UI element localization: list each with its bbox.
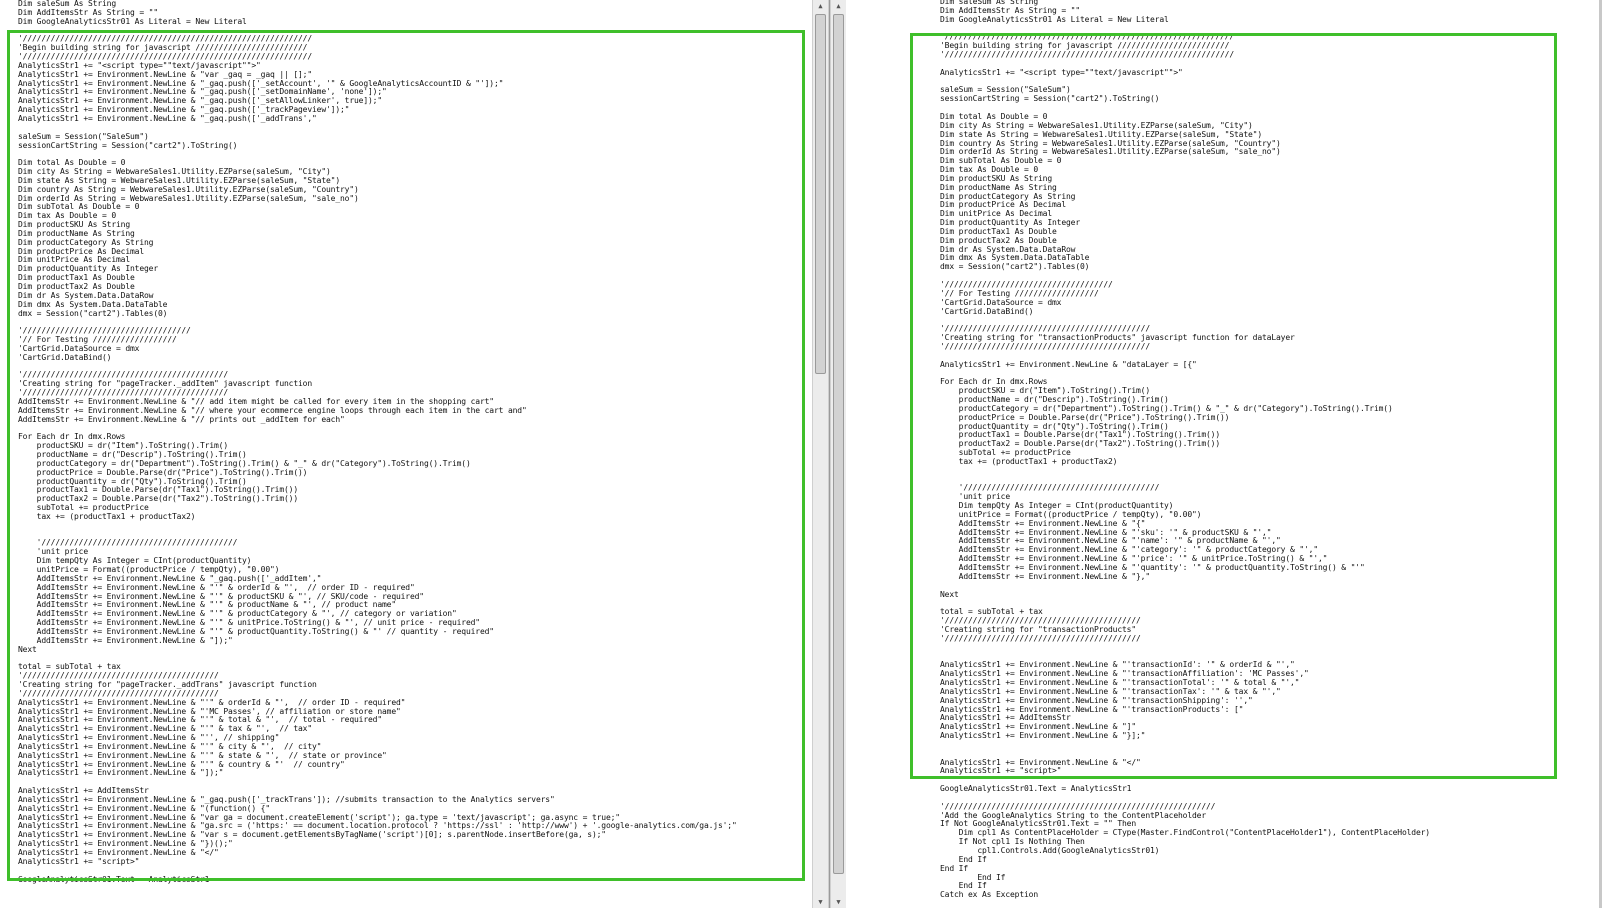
- scroll-up-arrow-icon[interactable]: ▲: [836, 2, 841, 10]
- pane-divider: [829, 0, 830, 908]
- left-code-text: Dim saleSum As String Dim AddItemsStr As…: [18, 0, 737, 884]
- right-code-text: Dim saleSum As String Dim AddItemsStr As…: [940, 0, 1430, 900]
- right-scroll-thumb[interactable]: [833, 14, 844, 874]
- scroll-up-arrow-icon[interactable]: ▲: [818, 2, 823, 10]
- right-code-pane[interactable]: Dim saleSum As String Dim AddItemsStr As…: [846, 0, 1602, 908]
- window-right-edge: [1599, 0, 1602, 908]
- scroll-down-arrow-icon[interactable]: ▼: [836, 898, 841, 906]
- left-vertical-scrollbar[interactable]: ▲ ▼: [812, 0, 829, 908]
- left-scroll-thumb[interactable]: [815, 14, 826, 374]
- right-vertical-scrollbar[interactable]: ▲ ▼: [830, 0, 847, 908]
- left-code-pane[interactable]: Dim saleSum As String Dim AddItemsStr As…: [0, 0, 810, 908]
- scroll-down-arrow-icon[interactable]: ▼: [818, 898, 823, 906]
